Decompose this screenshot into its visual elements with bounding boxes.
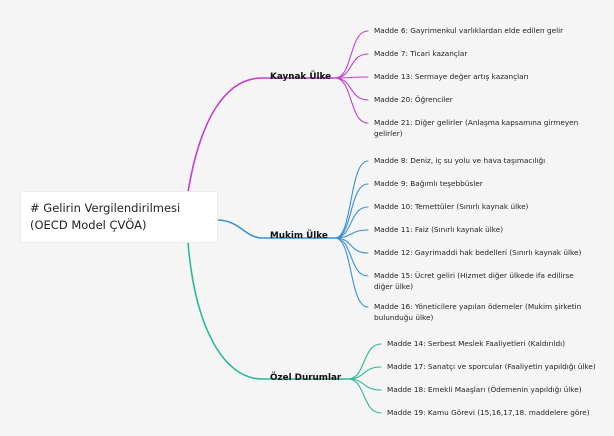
leaf-text: Madde 18: Emekli Maaşları (Ödemenin yapı… xyxy=(387,385,582,394)
leaf-madde-18[interactable]: Madde 18: Emekli Maaşları (Ödemenin yapı… xyxy=(387,384,582,395)
leaf-text-continued: diğer ülke) xyxy=(374,282,414,291)
leaf-text-continued: gelirler) xyxy=(374,129,403,138)
leaf-madde-21[interactable]: Madde 21: Diğer gelirler (Anlaşma kapsam… xyxy=(374,117,578,139)
root-node[interactable]: # Gelirin Vergilendirilmesi (OECD Model … xyxy=(21,192,217,242)
leaf-text: Madde 12: Gayrimaddi hak bedelleri (Sını… xyxy=(374,248,582,257)
leaf-text: Madde 15: Ücret geliri (Hizmet diğer ülk… xyxy=(374,271,574,280)
root-node-title: # Gelirin Vergilendirilmesi (OECD Model … xyxy=(30,201,181,232)
leaf-text: Madde 11: Faiz (Sınırlı kaynak ülke) xyxy=(374,225,504,234)
leaf-text: Madde 7: Ticari kazançlar xyxy=(374,49,468,58)
leaf-text: Madde 14: Serbest Meslek Faaliyetleri (K… xyxy=(387,339,566,348)
leaf-madde-8[interactable]: Madde 8: Deniz, iç su yolu ve hava taşım… xyxy=(374,155,545,166)
leaf-madde-20[interactable]: Madde 20: Öğrenciler xyxy=(374,94,453,105)
leaf-madde-6[interactable]: Madde 6: Gayrimenkul varlıklardan elde e… xyxy=(374,25,563,36)
connector-branch-to-leaf xyxy=(334,77,369,124)
leaf-madde-9[interactable]: Madde 9: Bağımlı teşebbüsler xyxy=(374,178,483,189)
leaf-text-continued: bulunduğu ülke) xyxy=(374,313,434,322)
leaf-madde-16[interactable]: Madde 16: Yöneticilere yapılan ödemeler … xyxy=(374,301,581,323)
connector-branch-to-leaf xyxy=(334,237,369,308)
connector-branch-to-leaf xyxy=(334,160,369,239)
leaf-text: Madde 9: Bağımlı teşebbüsler xyxy=(374,179,483,188)
connector-branch-to-leaf xyxy=(334,183,369,239)
connector-root-to-branch xyxy=(187,77,336,193)
connector-branch-to-leaf xyxy=(334,237,369,277)
leaf-text: Madde 10: Temettüler (Sınırlı kaynak ülk… xyxy=(374,202,529,211)
leaf-madde-10[interactable]: Madde 10: Temettüler (Sınırlı kaynak ülk… xyxy=(374,201,528,212)
leaf-madde-14[interactable]: Madde 14: Serbest Meslek Faaliyetleri (K… xyxy=(387,338,565,349)
connector-branch-to-leaf xyxy=(347,378,382,414)
leaf-text: Madde 6: Gayrimenkul varlıklardan elde e… xyxy=(374,26,564,35)
branch-kaynak-ulke[interactable]: Kaynak Ülke xyxy=(270,72,332,82)
leaf-madde-13[interactable]: Madde 13: Sermaye değer artış kazançları xyxy=(374,71,529,82)
leaf-madde-11[interactable]: Madde 11: Faiz (Sınırlı kaynak ülke) xyxy=(374,224,503,235)
leaf-madde-12[interactable]: Madde 12: Gayrimaddi hak bedelleri (Sını… xyxy=(374,247,581,258)
leaf-text: Madde 19: Kamu Görevi (15,16,17,18. madd… xyxy=(387,408,590,417)
leaf-madde-7[interactable]: Madde 7: Ticari kazançlar xyxy=(374,48,467,59)
leaf-text: Madde 13: Sermaye değer artış kazançları xyxy=(374,72,529,81)
connector-root-to-branch xyxy=(187,241,349,380)
connector-root-to-branch xyxy=(216,219,336,239)
connector-branch-to-leaf xyxy=(334,53,369,79)
leaf-text: Madde 8: Deniz, iç su yolu ve hava taşım… xyxy=(374,156,546,165)
leaf-text: Madde 16: Yöneticilere yapılan ödemeler … xyxy=(374,302,582,311)
branch-ozel-durumlar[interactable]: Özel Durumlar xyxy=(270,373,342,383)
leaf-text: Madde 21: Diğer gelirler (Anlaşma kapsam… xyxy=(374,118,579,127)
connector-layer xyxy=(187,30,382,414)
leaf-madde-15[interactable]: Madde 15: Ücret geliri (Hizmet diğer ülk… xyxy=(374,270,574,292)
branch-mukim-ulke[interactable]: Mukim Ülke xyxy=(270,231,328,241)
leaf-text: Madde 17: Sanatçı ve sporcular (Faaliyet… xyxy=(387,362,596,371)
leaf-madde-19[interactable]: Madde 19: Kamu Görevi (15,16,17,18. madd… xyxy=(387,407,590,418)
leaf-madde-17[interactable]: Madde 17: Sanatçı ve sporcular (Faaliyet… xyxy=(387,361,596,372)
leaf-text: Madde 20: Öğrenciler xyxy=(374,95,453,104)
connector-branch-to-leaf xyxy=(347,366,382,380)
connector-branch-to-leaf xyxy=(334,77,369,101)
connector-branch-to-leaf xyxy=(334,30,369,79)
connector-branch-to-leaf xyxy=(347,343,382,380)
connector-branch-to-leaf xyxy=(334,206,369,239)
